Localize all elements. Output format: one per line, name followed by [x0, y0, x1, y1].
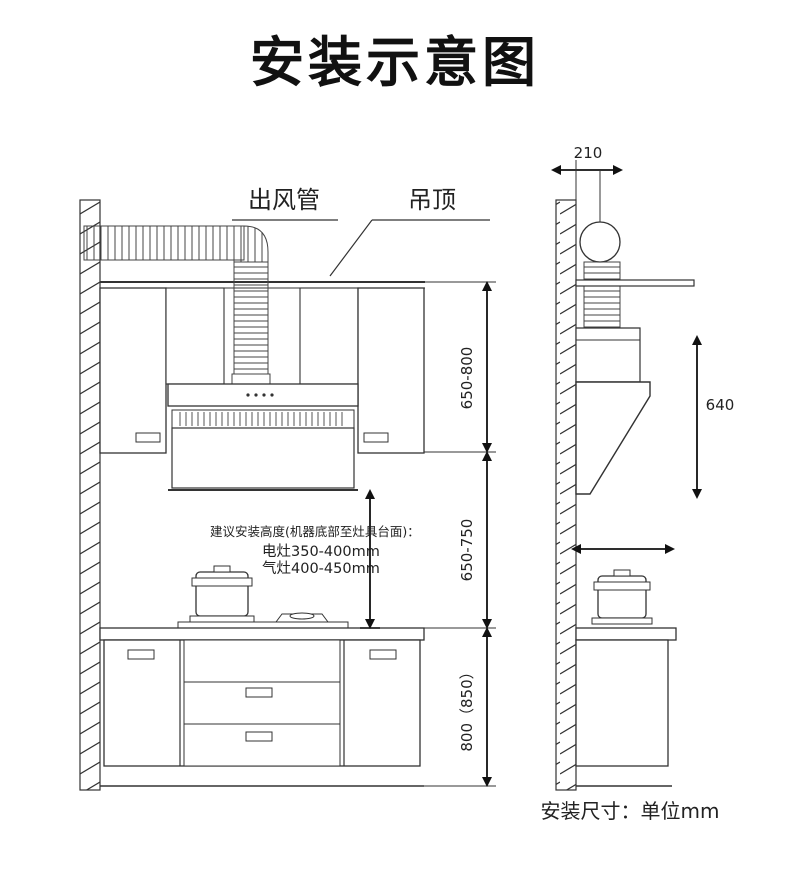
lower-cabinets	[99, 627, 425, 787]
side-wall	[555, 199, 577, 791]
dim-label-counter-height: 800（850）	[458, 664, 476, 751]
stove-and-pot	[177, 565, 349, 629]
exhaust-duct	[83, 225, 271, 385]
install-note-line1: 建议安装高度(机器底部至灶具台面)：	[210, 524, 420, 539]
dim-label-side-width: 210	[574, 144, 603, 162]
ceiling-label: 吊顶	[408, 186, 456, 214]
side-stove-and-cabinet	[575, 569, 677, 787]
side-hood	[575, 327, 651, 495]
unit-note: 安装尺寸：单位mm	[541, 799, 720, 823]
upper-cabinets	[99, 287, 425, 454]
range-hood	[167, 383, 359, 491]
side-duct	[575, 221, 695, 339]
dim-label-side-height: 640	[706, 396, 735, 414]
install-note-line3: 气灶400-450mm	[262, 560, 380, 577]
diagram-title: 安装示意图	[250, 31, 540, 94]
install-note-line2: 电灶350-400mm	[262, 543, 380, 560]
front-wall	[79, 199, 101, 791]
dim-label-cabinet-gap: 650-800	[458, 347, 476, 410]
duct-label: 出风管	[248, 186, 320, 214]
dim-label-hood-height: 650-750	[458, 519, 476, 582]
